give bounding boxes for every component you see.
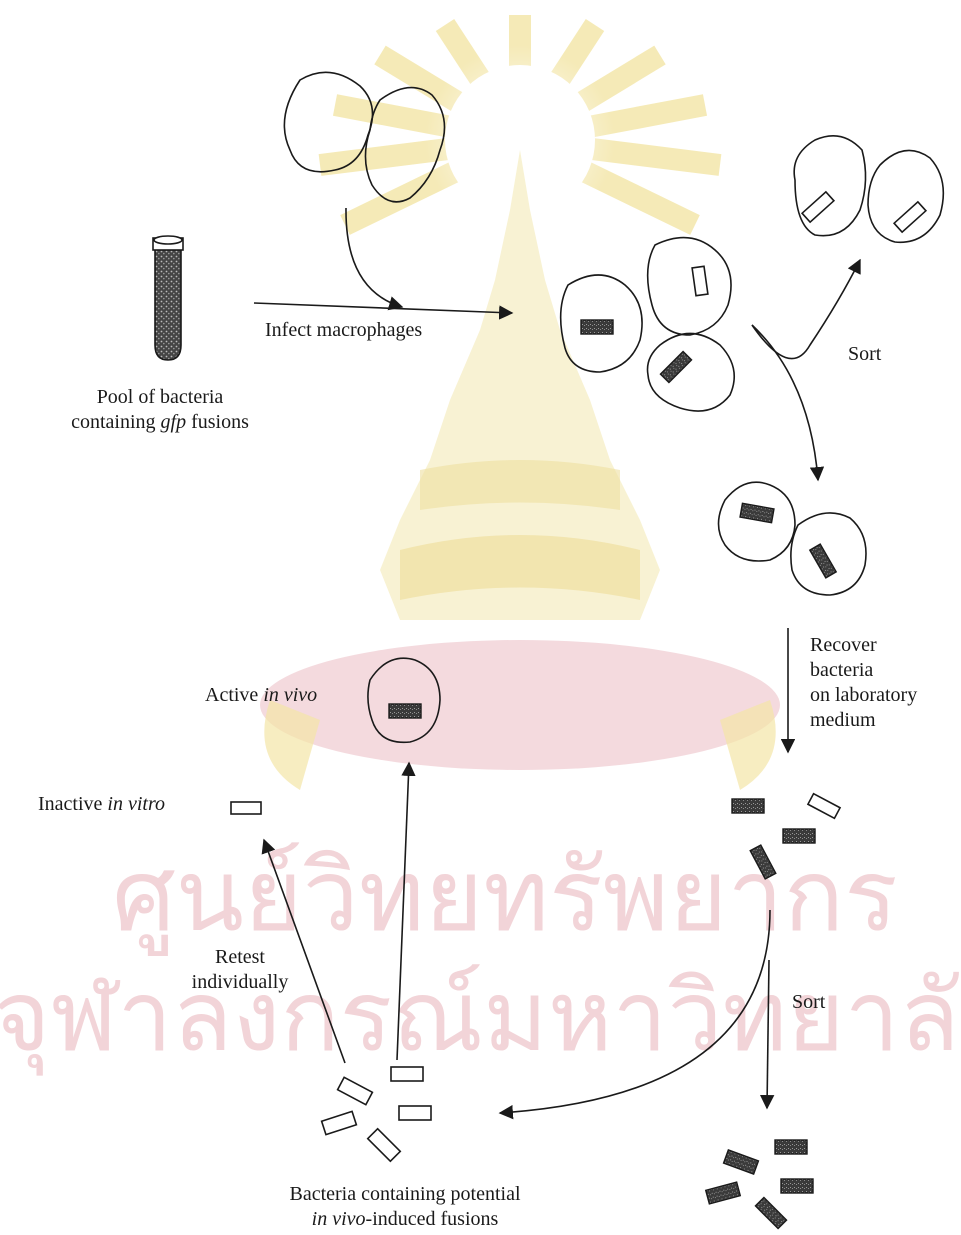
recover-label-line-4: medium (810, 709, 876, 731)
macrophage-cell (717, 481, 796, 562)
bacterium-fluorescent (808, 543, 838, 579)
macrophage-cell (367, 657, 441, 744)
retest-arrow-inactive (261, 838, 346, 1064)
macrophage-cell (646, 332, 736, 412)
recover-label-line-2: bacteria (810, 659, 874, 681)
bottom-label-line-1: Bacteria containing potential (289, 1183, 521, 1205)
seal-cushion (260, 640, 780, 770)
infect-label: Infect macrophages (265, 319, 423, 341)
retest-label-line-2: individually (191, 971, 289, 993)
bacterium-fluorescent (659, 350, 693, 384)
macrophage-cell (790, 512, 867, 596)
bacterium-fluorescent (722, 1149, 760, 1175)
bacterium-fluorescent (780, 1178, 814, 1194)
sort-arrow-up (751, 258, 861, 360)
macrophage-cell (283, 71, 374, 173)
sort-arrow-bottom-down (759, 959, 775, 1110)
retest-arrow-active (396, 761, 416, 1061)
recover-label-line-1: Recover (810, 634, 877, 656)
recover-label-line-3: on laboratory (810, 684, 918, 706)
macrophage-cell (793, 134, 867, 237)
inactive-in-vitro-label: Inactive in vitro (38, 793, 165, 815)
infect-arrow (345, 207, 404, 311)
bacterium-unshaded (691, 265, 709, 297)
bacterium-fluorescent (704, 1181, 742, 1205)
bacterium-unshaded (892, 200, 928, 234)
retest-label-line-1: Retest (215, 946, 265, 968)
macrophage-cell (364, 86, 446, 203)
bottom-label-line-2: in vivo-induced fusions (311, 1208, 499, 1230)
bacterium-unshaded (320, 1110, 358, 1136)
active-in-vivo-label: Active in vivo (205, 684, 318, 706)
retest-label: Retest individually (160, 945, 320, 995)
bacterium-fluorescent (731, 798, 765, 814)
sort-label-bottom: Sort (792, 991, 826, 1013)
sort-arrow-down (751, 324, 825, 482)
bacterium-unshaded (398, 1105, 432, 1121)
macrophage-cell (867, 149, 945, 244)
bacterium-fluorescent (754, 1196, 788, 1230)
bacterium-fluorescent (774, 1139, 808, 1155)
sort-label-top: Sort (848, 343, 882, 365)
macrophage-cell (646, 236, 732, 336)
bottom-label: Bacteria containing potential in vivo-in… (235, 1182, 575, 1232)
bacterium-unshaded (390, 1066, 424, 1082)
macrophage-cell (559, 274, 643, 373)
bacterium-unshaded (800, 190, 836, 224)
pool-label-line-2: containing gfp fusions (71, 411, 249, 433)
bacterium-fluorescent (749, 844, 777, 880)
sort-arrow-bottom (498, 909, 771, 1120)
recover-label: Recover bacteria on laboratory medium (810, 633, 917, 733)
bacterium-fluorescent (580, 319, 614, 335)
bacterium-fluorescent (782, 828, 816, 844)
watermark-line-2: จุฬาลงกรณ์มหาวิทยาลัย (0, 960, 961, 1076)
bacterium-unshaded (806, 792, 842, 820)
infect-arrow-main (253, 302, 514, 320)
pool-label-line-1: Pool of bacteria (96, 386, 224, 408)
bacterium-fluorescent (739, 502, 775, 524)
bacterium-unshaded (230, 801, 262, 815)
test-tube-icon (152, 235, 184, 361)
bacterium-unshaded (336, 1076, 374, 1106)
pool-label: Pool of bacteria containing gfp fusions (20, 385, 300, 435)
bacterium-unshaded (366, 1127, 402, 1163)
bacterium-fluorescent (388, 703, 422, 719)
